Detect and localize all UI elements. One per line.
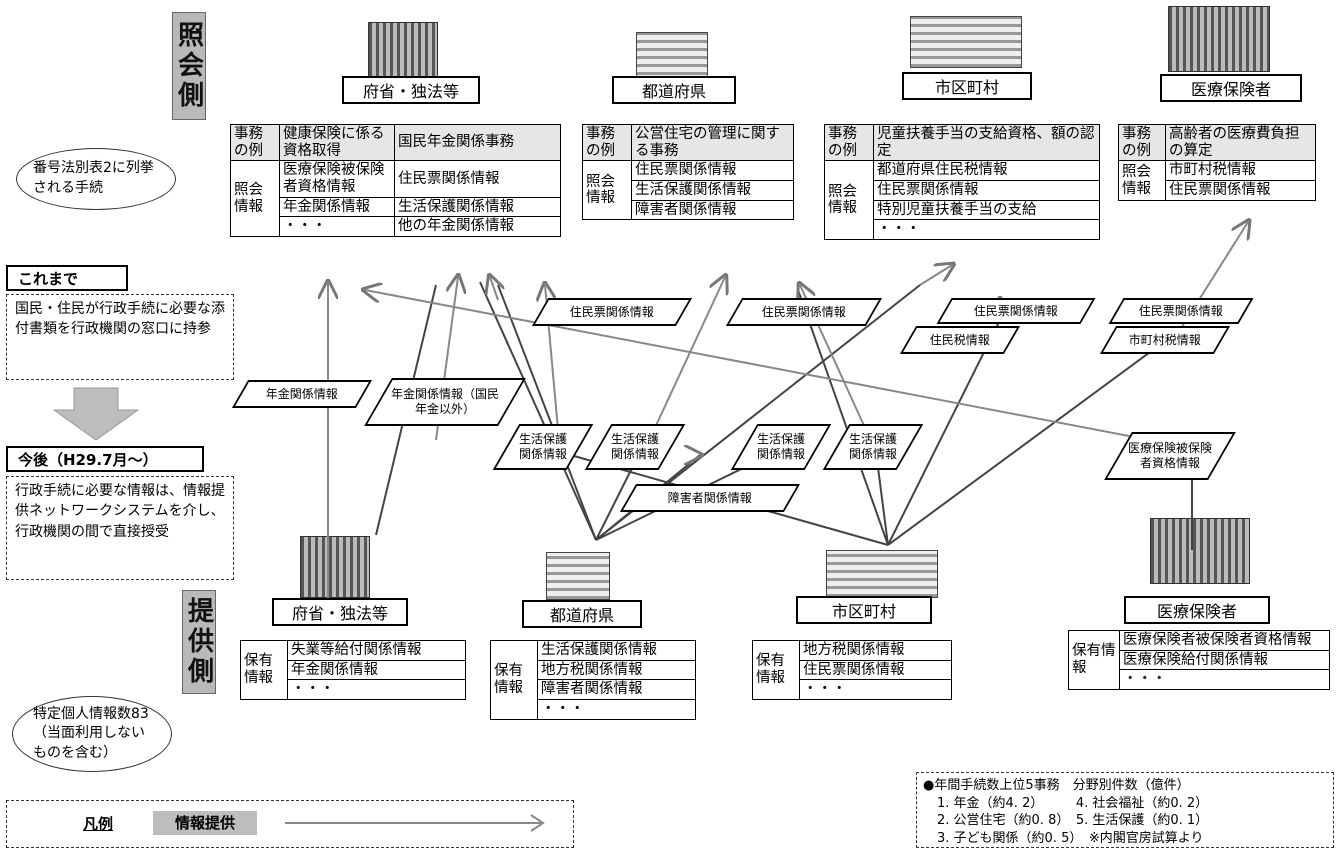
provide-org-ministry: 府省・独法等 (272, 598, 408, 626)
legend-arrow-icon (7, 801, 575, 849)
after-text: 行政手続に必要な情報は、情報提供ネットワークシステムを介し、行政機関の間で直接授… (6, 476, 234, 580)
info-cell: 都道府県住民税情報 (874, 161, 1100, 181)
info-cell: ・・・ (1120, 670, 1330, 690)
info-cell: ・・・ (288, 680, 466, 700)
jimu-label: 事務の例 (583, 125, 632, 161)
jimu-example: 健康保険に係る資格取得 (280, 125, 395, 161)
jimu-example: 児童扶養手当の支給資格、額の認定 (874, 125, 1100, 161)
info-cell: 年金関係情報 (288, 660, 466, 680)
provide-org-insurer: 医療保険者 (1124, 596, 1270, 624)
query-org-municipal: 市区町村 (902, 72, 1032, 100)
query-table-municipal: 事務の例 児童扶養手当の支給資格、額の認定 照会情報 都道府県住民税情報 住民票… (824, 124, 1100, 240)
info-cell: ・・・ (874, 220, 1100, 240)
provide-table-prefecture: 保有情報 生活保護関係情報 地方税関係情報 障害者関係情報 ・・・ (490, 640, 696, 720)
after-title: 今後（H29.7月～） (6, 446, 204, 472)
stats-line: 2. 公営住宅（約0. 8） 5. 生活保護（約0. 1） (923, 812, 1327, 830)
info-cell: 地方税関係情報 (800, 641, 952, 661)
flow-tag: 年金関係情報（国民年金以外） (364, 378, 526, 426)
info-cell: ・・・ (280, 217, 395, 237)
query-org-ministry: 府省・独法等 (342, 76, 480, 104)
provide-table-ministry: 保有情報 失業等給付関係情報 年金関係情報 ・・・ (240, 640, 466, 700)
jimu-example: 公営住宅の管理に関する事務 (632, 125, 794, 161)
query-org-prefecture: 都道府県 (612, 76, 736, 104)
query-table-prefecture: 事務の例 公営住宅の管理に関する事務 照会情報 住民票関係情報 生活保護関係情報… (582, 124, 794, 220)
info-cell: 住民票関係情報 (395, 161, 561, 197)
count-note: 特定個人情報数83（当面利用しないものを含む） (12, 696, 172, 772)
stats-title: ●年間手続数上位5事務 分野別件数（億件） (923, 777, 1327, 795)
hoyu-label: 保有情報 (241, 641, 288, 700)
flow-tag: 住民票関係情報 (1108, 298, 1253, 324)
stats-line: 3. 子ども関係（約0. 5） ※内閣官房試算より (923, 830, 1327, 848)
info-cell: 医療保険者被保険者資格情報 (1120, 631, 1330, 651)
jimu-example: 国民年金関係事務 (395, 125, 561, 161)
info-cell: 障害者関係情報 (538, 680, 696, 700)
flow-tag: 住民票関係情報 (936, 298, 1095, 324)
shokai-label: 照会情報 (825, 161, 874, 240)
query-table-insurer: 事務の例 高齢者の医療費負担の算定 照会情報 市町村税情報 住民票関係情報 (1118, 124, 1316, 201)
info-cell: 住民票関係情報 (874, 181, 1100, 201)
info-cell: 特別児童扶養手当の支給 (874, 200, 1100, 220)
hoyu-label: 保有情報 (1069, 631, 1120, 690)
hoyu-label: 保有情報 (491, 641, 538, 720)
shokai-label: 照会情報 (231, 161, 280, 237)
before-title: これまで (6, 265, 128, 291)
jimu-label: 事務の例 (1119, 125, 1166, 161)
flow-tag: 市町村税情報 (1100, 326, 1230, 354)
info-cell: ・・・ (538, 700, 696, 720)
info-cell: 住民票関係情報 (632, 161, 794, 181)
flow-tag: 障害者関係情報 (620, 484, 800, 512)
stats-line: 1. 年金（約4. 2） 4. 社会福祉（約0. 2） (923, 795, 1327, 813)
stats-box: ●年間手続数上位5事務 分野別件数（億件） 1. 年金（約4. 2） 4. 社会… (916, 772, 1334, 848)
info-cell: 失業等給付関係情報 (288, 641, 466, 661)
flow-tag: 年金関係情報 (232, 380, 372, 408)
info-cell: 他の年金関係情報 (395, 217, 561, 237)
info-cell: 地方税関係情報 (538, 660, 696, 680)
query-org-insurer: 医療保険者 (1160, 74, 1302, 102)
info-cell: 市町村税情報 (1166, 161, 1316, 181)
provide-table-insurer: 保有情報 医療保険者被保険者資格情報 医療保険給付関係情報 ・・・ (1068, 630, 1330, 690)
info-cell: 住民票関係情報 (800, 660, 952, 680)
shokai-label: 照会情報 (583, 161, 632, 220)
info-cell: 住民票関係情報 (1166, 181, 1316, 201)
info-cell: 生活保護関係情報 (632, 181, 794, 201)
info-cell: 医療保険被保険者資格情報 (280, 161, 395, 197)
info-cell: 医療保険給付関係情報 (1120, 650, 1330, 670)
provide-org-municipal: 市区町村 (796, 596, 932, 624)
provide-org-prefecture: 都道府県 (522, 600, 642, 628)
shokai-label: 照会情報 (1119, 161, 1166, 200)
info-cell: 年金関係情報 (280, 197, 395, 217)
bangou-note: 番号法別表2に列挙される手続 (16, 148, 176, 210)
info-cell: 障害者関係情報 (632, 200, 794, 220)
provide-table-municipal: 保有情報 地方税関係情報 住民票関係情報 ・・・ (752, 640, 952, 700)
hoyu-label: 保有情報 (753, 641, 800, 700)
jimu-example: 高齢者の医療費負担の算定 (1166, 125, 1316, 161)
legend: 凡例 情報提供 (6, 800, 574, 848)
before-text: 国民・住民が行政手続に必要な添付書類を行政機関の窓口に持参 (6, 294, 234, 380)
flow-tag: 住民票関係情報 (726, 298, 882, 326)
info-cell: 生活保護関係情報 (538, 641, 696, 661)
info-cell: 生活保護関係情報 (395, 197, 561, 217)
jimu-label: 事務の例 (231, 125, 280, 161)
query-table-ministry: 事務の例 健康保険に係る資格取得 国民年金関係事務 照会情報 医療保険被保険者資… (230, 124, 561, 237)
flow-tag: 住民票関係情報 (532, 298, 692, 326)
jimu-label: 事務の例 (825, 125, 874, 161)
flow-tag: 住民税情報 (900, 326, 1020, 354)
info-cell: ・・・ (800, 680, 952, 700)
